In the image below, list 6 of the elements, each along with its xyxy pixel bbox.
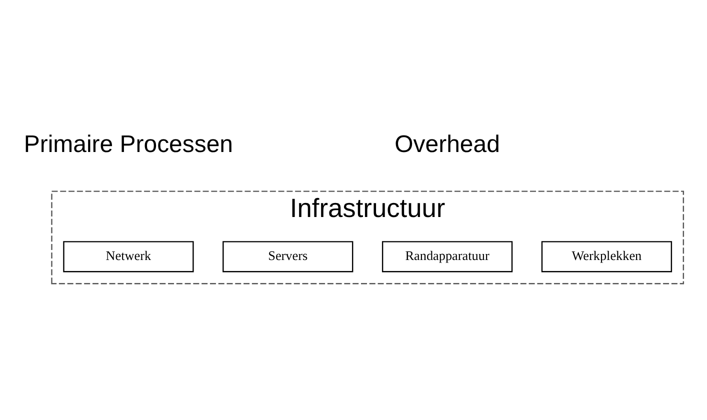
- node-box: Netwerk: [63, 240, 194, 272]
- label: Overhead: [394, 130, 500, 158]
- node-box: Randapparatuur: [382, 240, 513, 272]
- label: Primaire Processen: [24, 130, 234, 158]
- node-box: Servers: [222, 240, 354, 272]
- node-box: Werkplekken: [541, 240, 672, 272]
